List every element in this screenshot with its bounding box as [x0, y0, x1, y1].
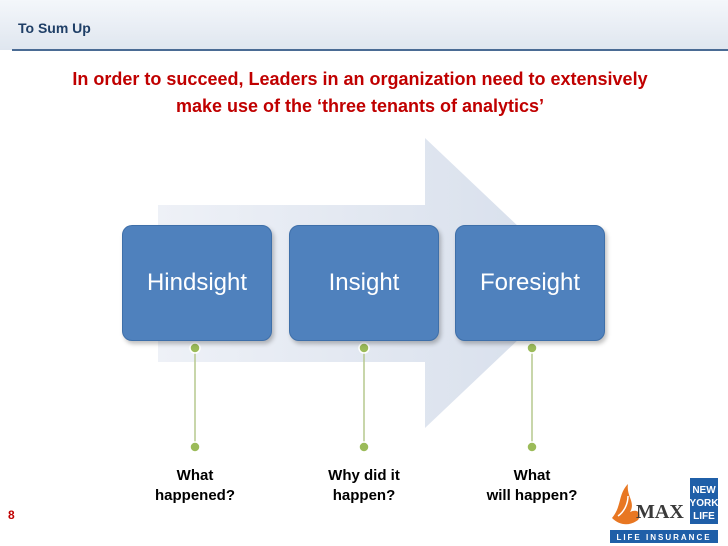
connector-insight — [358, 342, 370, 453]
stage-box-foresight: Foresight — [455, 225, 605, 341]
caption-hindsight-line-2: happened? — [154, 487, 235, 504]
logo-partner-line-3: LIFE — [693, 511, 715, 522]
connector-foresight — [526, 342, 538, 453]
logo-partner-line-2: YORK — [690, 498, 720, 509]
logo-brand: MAX — [636, 501, 684, 523]
caption-insight-line-2: happen? — [332, 487, 396, 504]
caption-insight-line-1: Why did it — [328, 467, 400, 484]
slide-subtitle: In order to succeed, Leaders in an organ… — [20, 66, 700, 120]
caption-foresight: What will happen? — [457, 466, 607, 506]
stage-box-hindsight: Hindsight — [122, 225, 272, 341]
caption-hindsight-line-1: What — [176, 467, 214, 484]
stage-box-insight: Insight — [289, 225, 439, 341]
company-logo: MAX NEW YORK LIFE LIFE INSURANCE — [610, 478, 720, 543]
subtitle-line-2: make use of the ‘three tenants of analyt… — [175, 96, 545, 116]
logo-partner-line-1: NEW — [692, 485, 716, 496]
connector-hindsight — [189, 342, 201, 453]
caption-foresight-line-2: will happen? — [486, 487, 578, 504]
header-divider — [12, 49, 728, 51]
header-band — [0, 0, 728, 50]
slide-title: To Sum Up — [18, 20, 91, 36]
page-number: 8 — [8, 508, 15, 522]
caption-insight: Why did it happen? — [289, 466, 439, 506]
logo-tagline: LIFE INSURANCE — [616, 533, 711, 542]
caption-foresight-line-1: What — [513, 467, 551, 484]
subtitle-line-1: In order to succeed, Leaders in an organ… — [72, 69, 648, 89]
caption-hindsight: What happened? — [120, 466, 270, 506]
